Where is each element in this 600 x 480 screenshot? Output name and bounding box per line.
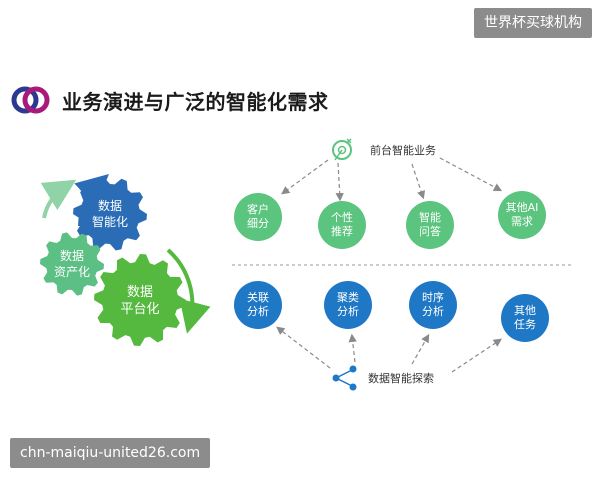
arrow-front-2 [335, 162, 344, 202]
arrow-back-4 [451, 338, 502, 373]
gear-icon [73, 177, 147, 251]
back-node-association-analysis: 关联 分析 [234, 281, 282, 329]
gear-icon [40, 232, 104, 296]
front-node-customer-segmentation: 客户 细分 [234, 193, 282, 241]
svg-text:时序: 时序 [422, 290, 444, 304]
gear-label-1: 数据 [60, 248, 84, 263]
svg-text:分析: 分析 [247, 304, 269, 318]
front-node-other-ai: 其他AI 需求 [498, 191, 546, 239]
gear-label-1: 数据 [98, 198, 122, 213]
gear-label-2: 智能化 [92, 214, 128, 229]
front-node-smart-qa: 智能 问答 [406, 201, 454, 249]
svg-text:关联: 关联 [247, 290, 269, 304]
front-node-personalized-recommendation: 个性 推荐 [318, 201, 366, 249]
svg-text:需求: 需求 [511, 215, 533, 228]
back-label: 数据智能探索 [368, 371, 434, 385]
arrow-front-4 [439, 157, 503, 192]
svg-text:推荐: 推荐 [331, 224, 353, 238]
svg-text:分析: 分析 [337, 304, 359, 318]
svg-text:个性: 个性 [331, 210, 353, 224]
svg-text:智能: 智能 [419, 210, 441, 224]
rings-logo-icon [11, 86, 50, 114]
title-block: 业务演进与广泛的智能化需求 [10, 84, 329, 116]
gear-data-asset: 数据 资产化 [40, 232, 104, 296]
arrow-back-1 [276, 326, 331, 369]
arrow-back-3 [411, 333, 430, 365]
target-icon [332, 138, 352, 161]
page-title: 业务演进与广泛的智能化需求 [62, 89, 329, 114]
watermark-bottom-left: chn-maiqiu-united26.com [10, 438, 211, 468]
svg-text:细分: 细分 [247, 217, 269, 230]
svg-text:问答: 问答 [419, 224, 441, 238]
cycle-arrow-left [40, 179, 77, 219]
svg-text:其他: 其他 [514, 304, 536, 317]
back-node-clustering-analysis: 聚类 分析 [324, 281, 372, 329]
svg-text:任务: 任务 [514, 318, 536, 331]
gear-data-platform: 数据 平台化 [94, 254, 186, 346]
gear-label-1: 数据 [127, 285, 153, 300]
gear-label-2: 资产化 [54, 265, 90, 279]
back-node-time-series-analysis: 时序 分析 [409, 281, 457, 329]
arrow-back-2 [348, 333, 357, 363]
gear-label-2: 平台化 [120, 302, 159, 317]
svg-text:聚类: 聚类 [337, 290, 359, 304]
arrow-front-1 [281, 159, 329, 195]
gear-icon [94, 254, 186, 346]
svg-text:其他AI: 其他AI [506, 201, 539, 214]
svg-text:客户: 客户 [247, 202, 269, 216]
gear-data-intelligence: 数据 智能化 [73, 177, 147, 251]
cycle-arrow-right [166, 248, 211, 334]
front-label: 前台智能业务 [370, 143, 436, 157]
back-node-other-tasks: 其他 任务 [501, 294, 549, 342]
arrow-front-3 [411, 163, 426, 200]
svg-text:分析: 分析 [422, 304, 444, 318]
watermark-top-right: 世界杯买球机构 [474, 8, 592, 38]
share-network-icon [332, 365, 357, 391]
